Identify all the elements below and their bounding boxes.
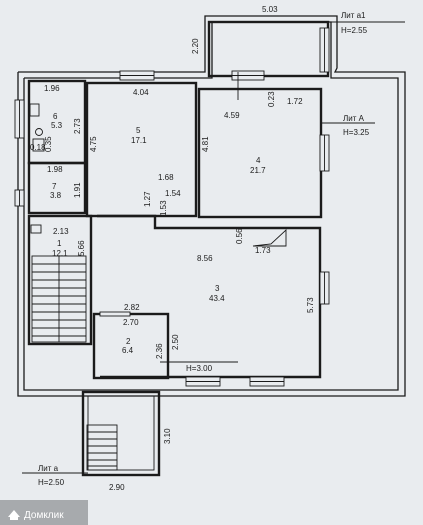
stairs-porch xyxy=(86,424,118,471)
outer-walls xyxy=(17,15,406,397)
dim-168: 1.68 xyxy=(158,173,174,182)
leader-lines xyxy=(22,21,405,474)
dim-282: 2.82 xyxy=(124,303,140,312)
lit-A-height: H=3.25 xyxy=(343,128,370,137)
dim-172: 1.72 xyxy=(287,97,303,106)
dim-273: 2.73 xyxy=(73,118,82,134)
dim-573: 5.73 xyxy=(306,297,315,313)
dim-035: 0.35 xyxy=(44,136,53,152)
dim-191: 1.91 xyxy=(73,182,82,198)
dim-503: 5.03 xyxy=(262,5,278,14)
fixtures xyxy=(29,103,287,247)
dim-270: 2.70 xyxy=(123,318,139,327)
dim-404: 4.04 xyxy=(133,88,149,97)
watermark-text: Домклик xyxy=(24,510,64,521)
room-3-number: 3 xyxy=(215,284,220,293)
watermark-logo-icon xyxy=(8,510,20,520)
stairs-room-1 xyxy=(31,255,87,343)
dim-018: 0.18 xyxy=(30,143,46,152)
room-1-area: 12.1 xyxy=(52,249,68,258)
dim-220: 2.20 xyxy=(191,38,200,54)
dim-127: 1.27 xyxy=(143,191,152,207)
room-3-area: 43.4 xyxy=(209,294,225,303)
room-2-number: 2 xyxy=(126,337,131,346)
dim-475: 4.75 xyxy=(89,136,98,152)
dim-856: 8.56 xyxy=(197,254,213,263)
room-7-number: 7 xyxy=(52,182,57,191)
room-5-area: 17.1 xyxy=(131,136,147,145)
room-1-number: 1 xyxy=(57,239,62,248)
room-4-number: 4 xyxy=(256,156,261,165)
lit-a1-label: Лит а1 xyxy=(341,11,366,20)
dim-290: 2.90 xyxy=(109,483,125,492)
dim-236: 2.36 xyxy=(155,343,164,359)
dim-213: 2.13 xyxy=(53,227,69,236)
porch-a xyxy=(81,390,161,477)
room-5-number: 5 xyxy=(136,126,141,135)
dim-198: 1.98 xyxy=(47,165,63,174)
dim-023: 0.23 xyxy=(267,91,276,107)
dim-310: 3.10 xyxy=(163,428,172,444)
annex-a1 xyxy=(207,20,330,78)
dim-173: 1.73 xyxy=(255,246,271,255)
room-2-area: 6.4 xyxy=(122,346,134,355)
lit-A-label: Лит А xyxy=(343,114,365,123)
watermark: Домклик xyxy=(0,500,88,525)
room-4-area: 21.7 xyxy=(250,166,266,175)
dim-196: 1.96 xyxy=(44,84,60,93)
dim-153: 1.53 xyxy=(159,200,168,216)
lit-a-label: Лит а xyxy=(38,464,59,473)
room-7-area: 3.8 xyxy=(50,191,62,200)
room-6-area: 5.3 xyxy=(51,121,63,130)
lit-a-height: H=2.50 xyxy=(38,478,65,487)
dim-566: 5.66 xyxy=(77,240,86,256)
lit-labels: Лит а1 H=2.55 Лит А H=3.25 Лит а H=2.50 … xyxy=(38,11,370,487)
dim-056: 0.56 xyxy=(235,228,244,244)
dimension-labels: 5.03 2.20 1.96 4.04 0.23 1.72 4.59 2.73 … xyxy=(30,5,315,492)
windows xyxy=(14,27,330,387)
dim-250: 2.50 xyxy=(171,334,180,350)
lit-a1-height: H=2.55 xyxy=(341,26,368,35)
room3-height: H=3.00 xyxy=(186,364,213,373)
dim-154: 1.54 xyxy=(165,189,181,198)
room-6-number: 6 xyxy=(53,112,58,121)
dim-481: 4.81 xyxy=(201,136,210,152)
dim-459: 4.59 xyxy=(224,111,240,120)
room-labels: 6 5.3 5 17.1 4 21.7 7 3.8 1 12.1 3 43.4 … xyxy=(50,112,266,355)
